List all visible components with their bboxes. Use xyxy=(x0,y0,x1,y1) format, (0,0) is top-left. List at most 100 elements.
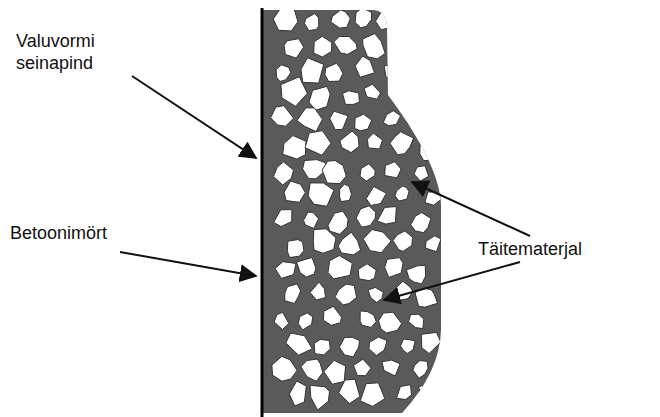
wall-surface-label: Valuvormi seinapind xyxy=(16,30,126,74)
aggregate-stone xyxy=(309,86,330,110)
aggregate-stone xyxy=(407,5,431,32)
aggregate-label: Täitematerjal xyxy=(478,238,648,260)
leader-arrow xyxy=(412,182,530,236)
aggregate-stone xyxy=(301,359,323,381)
aggregate-stone xyxy=(360,164,375,181)
aggregate-stone xyxy=(390,132,414,155)
aggregate-stone xyxy=(323,306,341,325)
aggregate-stone xyxy=(421,332,441,353)
aggregate-stone xyxy=(355,114,372,131)
aggregate-stone xyxy=(304,212,319,228)
aggregate-stone xyxy=(369,337,387,356)
aggregate-stone xyxy=(368,287,383,302)
aggregate-stones xyxy=(271,5,443,410)
aggregate-stone xyxy=(363,34,386,59)
aggregate-stone xyxy=(364,84,381,99)
aggregate-stone xyxy=(366,187,386,206)
aggregate-stone xyxy=(391,36,411,56)
aggregate-stone xyxy=(274,210,292,227)
aggregate-stone xyxy=(305,14,319,31)
aggregate-stone xyxy=(272,356,297,381)
aggregate-stone xyxy=(297,108,322,132)
aggregate-stone xyxy=(414,166,429,181)
aggregate-stone xyxy=(356,206,376,227)
aggregate-stone xyxy=(338,232,361,255)
aggregate-stone xyxy=(405,111,423,129)
aggregate-stone xyxy=(363,230,391,253)
aggregate-stone xyxy=(285,284,301,304)
aggregate-stone xyxy=(328,256,352,279)
aggregate-stone xyxy=(297,258,316,277)
aggregate-stone xyxy=(419,78,442,101)
leader-arrow xyxy=(384,262,520,300)
aggregate-stone xyxy=(284,181,305,202)
aggregate-stone xyxy=(313,229,336,253)
aggregate-label: Täitematerjal xyxy=(478,238,648,260)
aggregate-stone xyxy=(358,264,376,281)
aggregate-stone xyxy=(367,133,382,149)
aggregate-stone xyxy=(382,360,400,376)
aggregate-stone xyxy=(419,382,442,406)
aggregate-stone xyxy=(314,339,330,355)
aggregate-stone xyxy=(425,236,441,252)
aggregate-stone xyxy=(340,131,359,153)
aggregate-stone xyxy=(274,312,289,329)
aggregate-stone xyxy=(289,381,306,406)
aggregate-stone xyxy=(310,282,326,300)
aggregate-stone xyxy=(385,162,401,178)
aggregate-stone xyxy=(379,312,402,333)
aggregate-stone xyxy=(301,58,324,83)
aggregate-stone xyxy=(273,8,298,31)
aggregate-stone xyxy=(287,240,304,258)
aggregate-stone xyxy=(276,65,291,82)
aggregate-stone xyxy=(409,314,424,328)
aggregate-stone xyxy=(419,34,438,55)
aggregate-stone xyxy=(401,339,416,353)
aggregate-stone xyxy=(384,65,401,79)
aggregate-stone xyxy=(355,56,374,77)
aggregate-stone xyxy=(391,84,409,101)
aggregate-stone xyxy=(376,12,400,29)
leader-arrow xyxy=(132,76,256,158)
aggregate-stone xyxy=(340,184,352,202)
aggregate-stone xyxy=(275,262,296,279)
aggregate-stone xyxy=(395,281,413,300)
aggregate-stone xyxy=(328,211,348,234)
aggregate-stone xyxy=(377,207,396,225)
aggregate-stone xyxy=(314,36,332,57)
mortar-body xyxy=(262,10,441,413)
aggregate-stone xyxy=(281,77,307,107)
aggregate-stone xyxy=(420,135,440,161)
aggregate-stone xyxy=(335,284,357,305)
aggregate-stone xyxy=(330,111,348,130)
aggregate-stone xyxy=(322,161,346,184)
aggregate-stone xyxy=(383,111,400,126)
aggregate-stone xyxy=(331,10,351,28)
aggregate-stone xyxy=(305,131,331,156)
mortar-label: Betoonimört xyxy=(10,222,150,244)
aggregate-stone xyxy=(286,333,313,355)
aggregate-stone xyxy=(385,258,403,278)
wall-surface-label: Valuvormi seinapind xyxy=(16,30,126,74)
aggregate-stone xyxy=(310,385,330,410)
aggregate-stone xyxy=(339,379,360,403)
aggregate-stone xyxy=(334,37,357,55)
aggregate-stone xyxy=(339,337,359,357)
aggregate-stone xyxy=(397,385,412,400)
aggregate-stone xyxy=(343,91,360,105)
aggregate-stone xyxy=(271,106,294,127)
aggregate-stone xyxy=(360,311,376,328)
aggregate-stone xyxy=(355,8,371,28)
aggregate-stone xyxy=(325,63,343,81)
mortar-label: Betoonimört xyxy=(10,222,150,244)
aggregate-stone xyxy=(406,265,425,284)
aggregate-stone xyxy=(411,213,431,233)
aggregate-stone xyxy=(413,361,428,379)
aggregate-stone xyxy=(360,383,385,407)
aggregate-stone xyxy=(324,360,346,384)
aggregate-stone xyxy=(298,313,313,330)
aggregate-stone xyxy=(393,231,413,252)
aggregate-stone xyxy=(354,359,372,376)
leader-arrow xyxy=(120,252,256,276)
